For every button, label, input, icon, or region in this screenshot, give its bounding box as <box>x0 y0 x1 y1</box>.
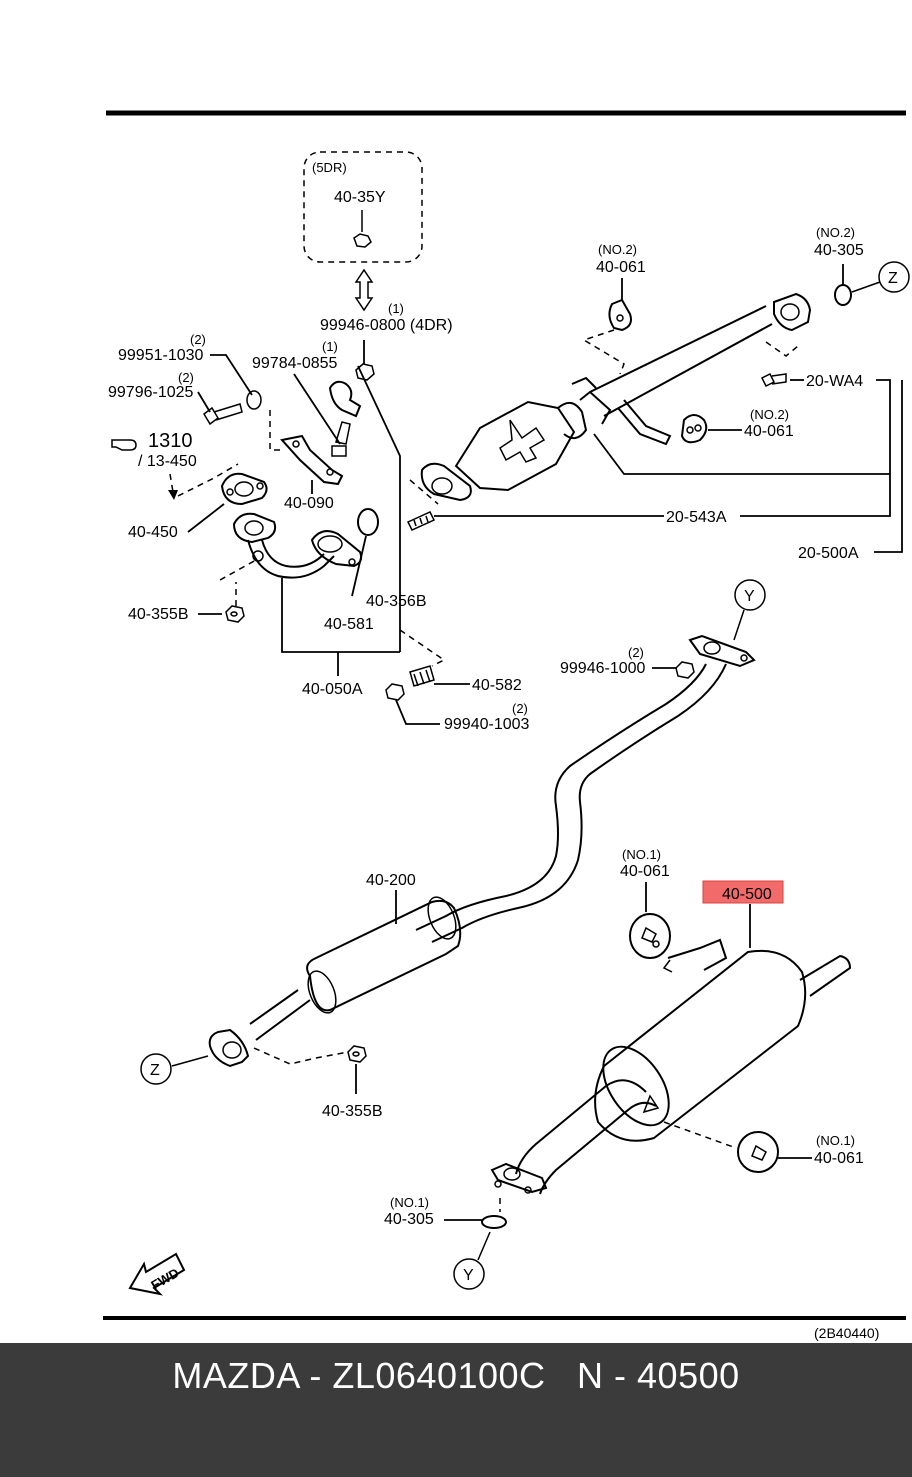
qty-40-061-no1-lower: (NO.1) <box>816 1133 855 1148</box>
label-99796-1025: 99796-1025 <box>108 384 194 401</box>
diagram-code: (2B40440) <box>814 1325 879 1341</box>
ref-circle-z-bottom <box>140 1053 172 1085</box>
label-40-061-no1-upper: 40-061 <box>620 863 670 880</box>
label-20-543A: 20-543A <box>666 509 727 526</box>
ref-y-top: Y <box>744 588 755 605</box>
gasket-40-305-no2 <box>834 284 852 306</box>
qty-99951-1030: (2) <box>190 332 206 347</box>
ref-circle-y-top <box>734 579 766 611</box>
label-99946-1000: 99946-1000 <box>560 660 646 677</box>
exhaust-parts-diagram: (5DR) 40-35Y (1) 99946-0800 (4DR) (2) 99… <box>103 110 910 1341</box>
flange-mid-pipe-front <box>688 634 756 668</box>
gasket-40-305-no1 <box>481 1215 507 1229</box>
gasket-40-450 <box>220 472 268 506</box>
fwd-arrow-icon <box>128 1252 186 1296</box>
qty-99946-0800: (1) <box>388 301 404 316</box>
footer-bar: MAZDA - ZL0640100C N - 40500 <box>0 1343 912 1477</box>
label-40-061-no2-upper: 40-061 <box>596 259 646 276</box>
hanger-40-061-no1-lower <box>737 1131 779 1173</box>
ref-z-bottom: Z <box>150 1062 160 1079</box>
qty-40-305-no2: (NO.2) <box>816 225 855 240</box>
label-20-500A: 20-500A <box>798 545 859 562</box>
label-99951-1030: 99951-1030 <box>118 347 204 364</box>
ref-y-bottom: Y <box>463 1267 474 1284</box>
bolt-20-543A <box>406 511 436 531</box>
nut-40-355B-top <box>225 605 245 623</box>
bolt-20-WA4 <box>760 372 787 388</box>
highlight-40-500 <box>702 880 784 904</box>
label-99784-0855: 99784-0855 <box>252 355 338 372</box>
label-5dr: (5DR) <box>312 160 347 175</box>
rear-muffler-40-500 <box>490 938 852 1195</box>
label-40-061-no1-lower: 40-061 <box>814 1150 864 1167</box>
hanger-40-061-no2-upper <box>608 298 632 332</box>
label-40-582: 40-582 <box>472 677 522 694</box>
label-40-355B-top: 40-355B <box>128 606 189 623</box>
label-40-050A: 40-050A <box>302 681 363 698</box>
box-5dr <box>303 151 423 263</box>
qty-40-061-no2-upper: (NO.2) <box>598 242 637 257</box>
flange-20-500A-rear <box>773 292 812 332</box>
label-40-200: 40-200 <box>366 872 416 889</box>
nut-99940-1003 <box>385 683 405 701</box>
label-40-500: 40-500 <box>722 886 772 903</box>
fwd-label: FWD <box>148 1265 181 1293</box>
label-40-450: 40-450 <box>128 524 178 541</box>
ref-circle-z-top <box>878 261 910 293</box>
ref-z-top: Z <box>888 270 898 287</box>
label-40-305-no2: 40-305 <box>814 242 864 259</box>
label-20-WA4: 20-WA4 <box>806 373 863 390</box>
ref-1310: 1310 <box>148 430 193 452</box>
ref-circle-y-bottom <box>453 1258 485 1290</box>
qty-99940-1003: (2) <box>512 701 528 716</box>
label-40-061-no2-lower: 40-061 <box>744 423 794 440</box>
label-40-305-no1: 40-305 <box>384 1211 434 1228</box>
qty-99784-0855: (1) <box>322 339 338 354</box>
bolt-99784-0855 <box>331 421 351 457</box>
nut-40-355B-bottom <box>347 1045 367 1063</box>
clamp-upper <box>328 380 362 418</box>
bracket-40-090 <box>280 434 344 486</box>
label-40-35Y: 40-35Y <box>334 189 386 206</box>
gasket-40-356B <box>357 508 379 536</box>
nut-40-35Y <box>353 210 372 248</box>
label-40-090: 40-090 <box>284 495 334 512</box>
qty-40-061-no2-lower: (NO.2) <box>750 407 789 422</box>
front-pipe-40-050A <box>232 512 363 579</box>
qty-40-061-no1-upper: (NO.1) <box>622 847 661 862</box>
label-40-355B-bottom: 40-355B <box>322 1103 383 1120</box>
qty-99796-1025: (2) <box>178 370 194 385</box>
catalytic-converter <box>420 305 773 502</box>
qty-40-305-no1: (NO.1) <box>390 1195 429 1210</box>
center-pipe-40-200 <box>208 663 727 1068</box>
nut-99946-1000 <box>675 661 695 679</box>
qty-99946-1000: (2) <box>628 645 644 660</box>
label-99946-0800: 99946-0800 (4DR) <box>320 317 453 334</box>
bolt-40-582 <box>409 665 435 687</box>
hanger-40-061-no2-lower <box>680 414 708 444</box>
double-arrow <box>354 268 374 312</box>
hanger-40-061-no1-upper <box>629 913 671 959</box>
footer-part-number: MAZDA - ZL0640100C N - 40500 <box>172 1355 740 1396</box>
label-40-356B: 40-356B <box>366 593 427 610</box>
bolt-99796-1025 <box>203 403 243 426</box>
ref-13-450: / 13-450 <box>138 453 197 470</box>
label-40-581: 40-581 <box>324 616 374 633</box>
washer-99951-1030 <box>246 390 262 410</box>
hand-pointer-icon <box>111 439 137 451</box>
label-99940-1003: 99940-1003 <box>444 716 530 733</box>
nut-99946-0800 <box>355 340 375 381</box>
